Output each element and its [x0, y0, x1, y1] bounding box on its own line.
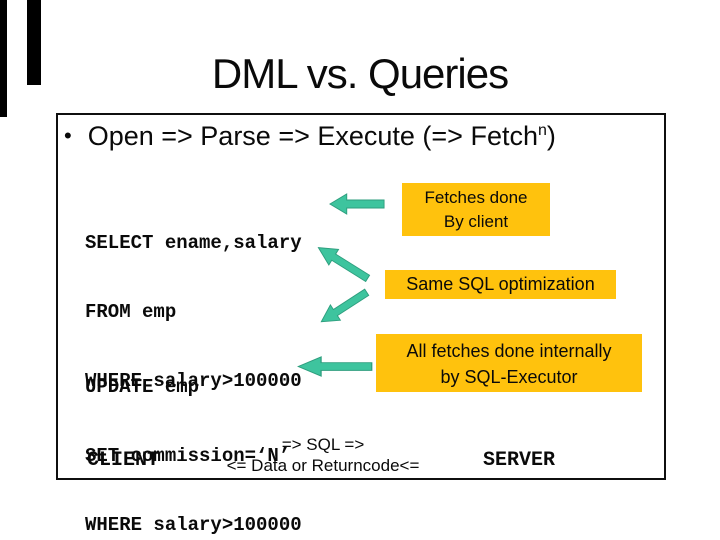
flow-sql-label: => SQL =>: [281, 435, 365, 454]
down-left-arrow-icon: [315, 283, 374, 332]
server-label: SERVER: [483, 449, 556, 472]
sql-line: FROM emp: [85, 301, 177, 323]
left-arrow-icon: [297, 355, 373, 378]
callout-text: All fetches done internally: [406, 341, 612, 361]
sql-line: SELECT ename,salary: [85, 232, 302, 254]
left-arrow-icon: [329, 192, 385, 216]
bullet-text-suffix: ): [546, 121, 556, 151]
callout-same-sql-optimization: Same SQL optimization: [385, 270, 616, 299]
bullet-text: Open => Parse => Execute (=> Fetch: [87, 121, 538, 151]
sql-update-statement: UPDATE emp SET commission=‘N’ WHERE sala…: [85, 330, 302, 540]
bullet-marker: •: [64, 123, 72, 148]
callout-text: Same SQL optimization: [406, 274, 595, 294]
up-left-arrow-icon: [312, 238, 375, 288]
scan-mark-right: [27, 0, 41, 85]
protocol-flow-labels: => SQL => <= Data or Returncode<=: [203, 434, 443, 476]
bullet-superscript: n: [537, 122, 547, 139]
callout-text: by SQL-Executor: [440, 367, 578, 387]
callout-fetches-by-client: Fetches done By client: [402, 183, 550, 236]
sql-line: SET commission=‘N’: [85, 445, 291, 467]
sql-line: WHERE salary>100000: [85, 370, 302, 392]
scan-mark-left: [0, 0, 7, 117]
sql-select-statement: SELECT ename,salary FROM emp WHERE salar…: [85, 186, 302, 439]
client-label: CLIENT: [87, 449, 160, 472]
callout-fetches-by-sql-executor: All fetches done internally by SQL-Execu…: [376, 334, 642, 392]
sql-line: UPDATE emp: [85, 376, 200, 398]
callout-text: By client: [443, 212, 509, 231]
flow-returncode-label: <= Data or Returncode<=: [226, 456, 420, 475]
sql-line: WHERE salary>100000: [85, 514, 302, 536]
slide-title: DML vs. Queries: [211, 50, 509, 97]
callout-text: Fetches done: [424, 188, 528, 207]
bullet-line: • Open => Parse => Execute (=> Fetchn): [64, 121, 624, 152]
